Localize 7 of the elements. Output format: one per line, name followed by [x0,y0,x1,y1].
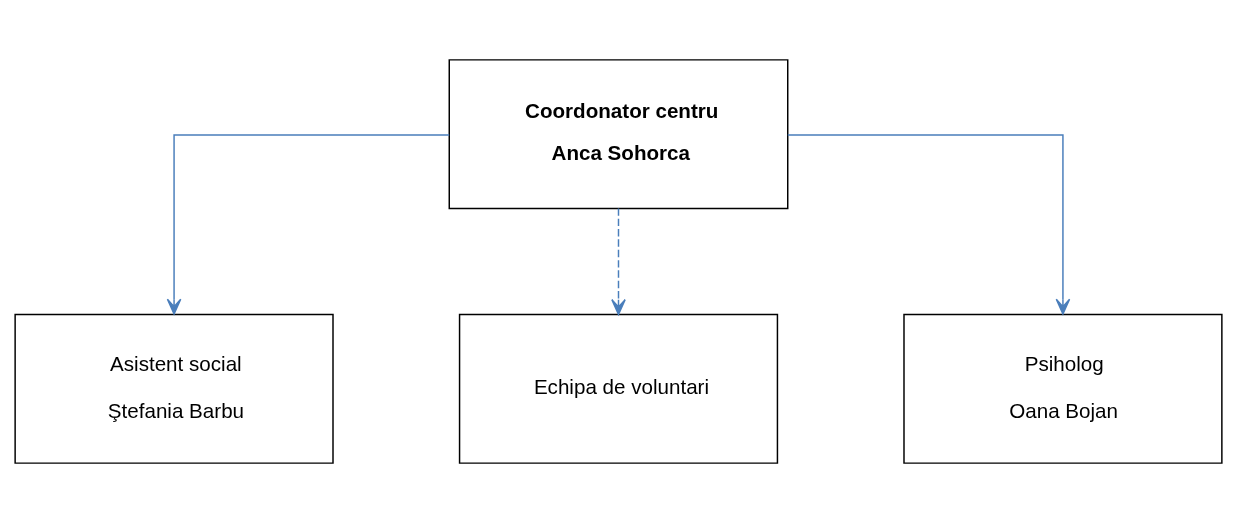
node-box: Asistent social Ştefania Barbu [14,313,334,464]
arrow [611,207,626,316]
arrow [787,134,1071,315]
node-box: Psiholog Oana Bojan [903,313,1223,464]
node-box: Coordonator centru Anca Sohorca [448,59,789,210]
arrow [166,134,450,315]
node-box: Echipa de voluntari [458,313,779,464]
